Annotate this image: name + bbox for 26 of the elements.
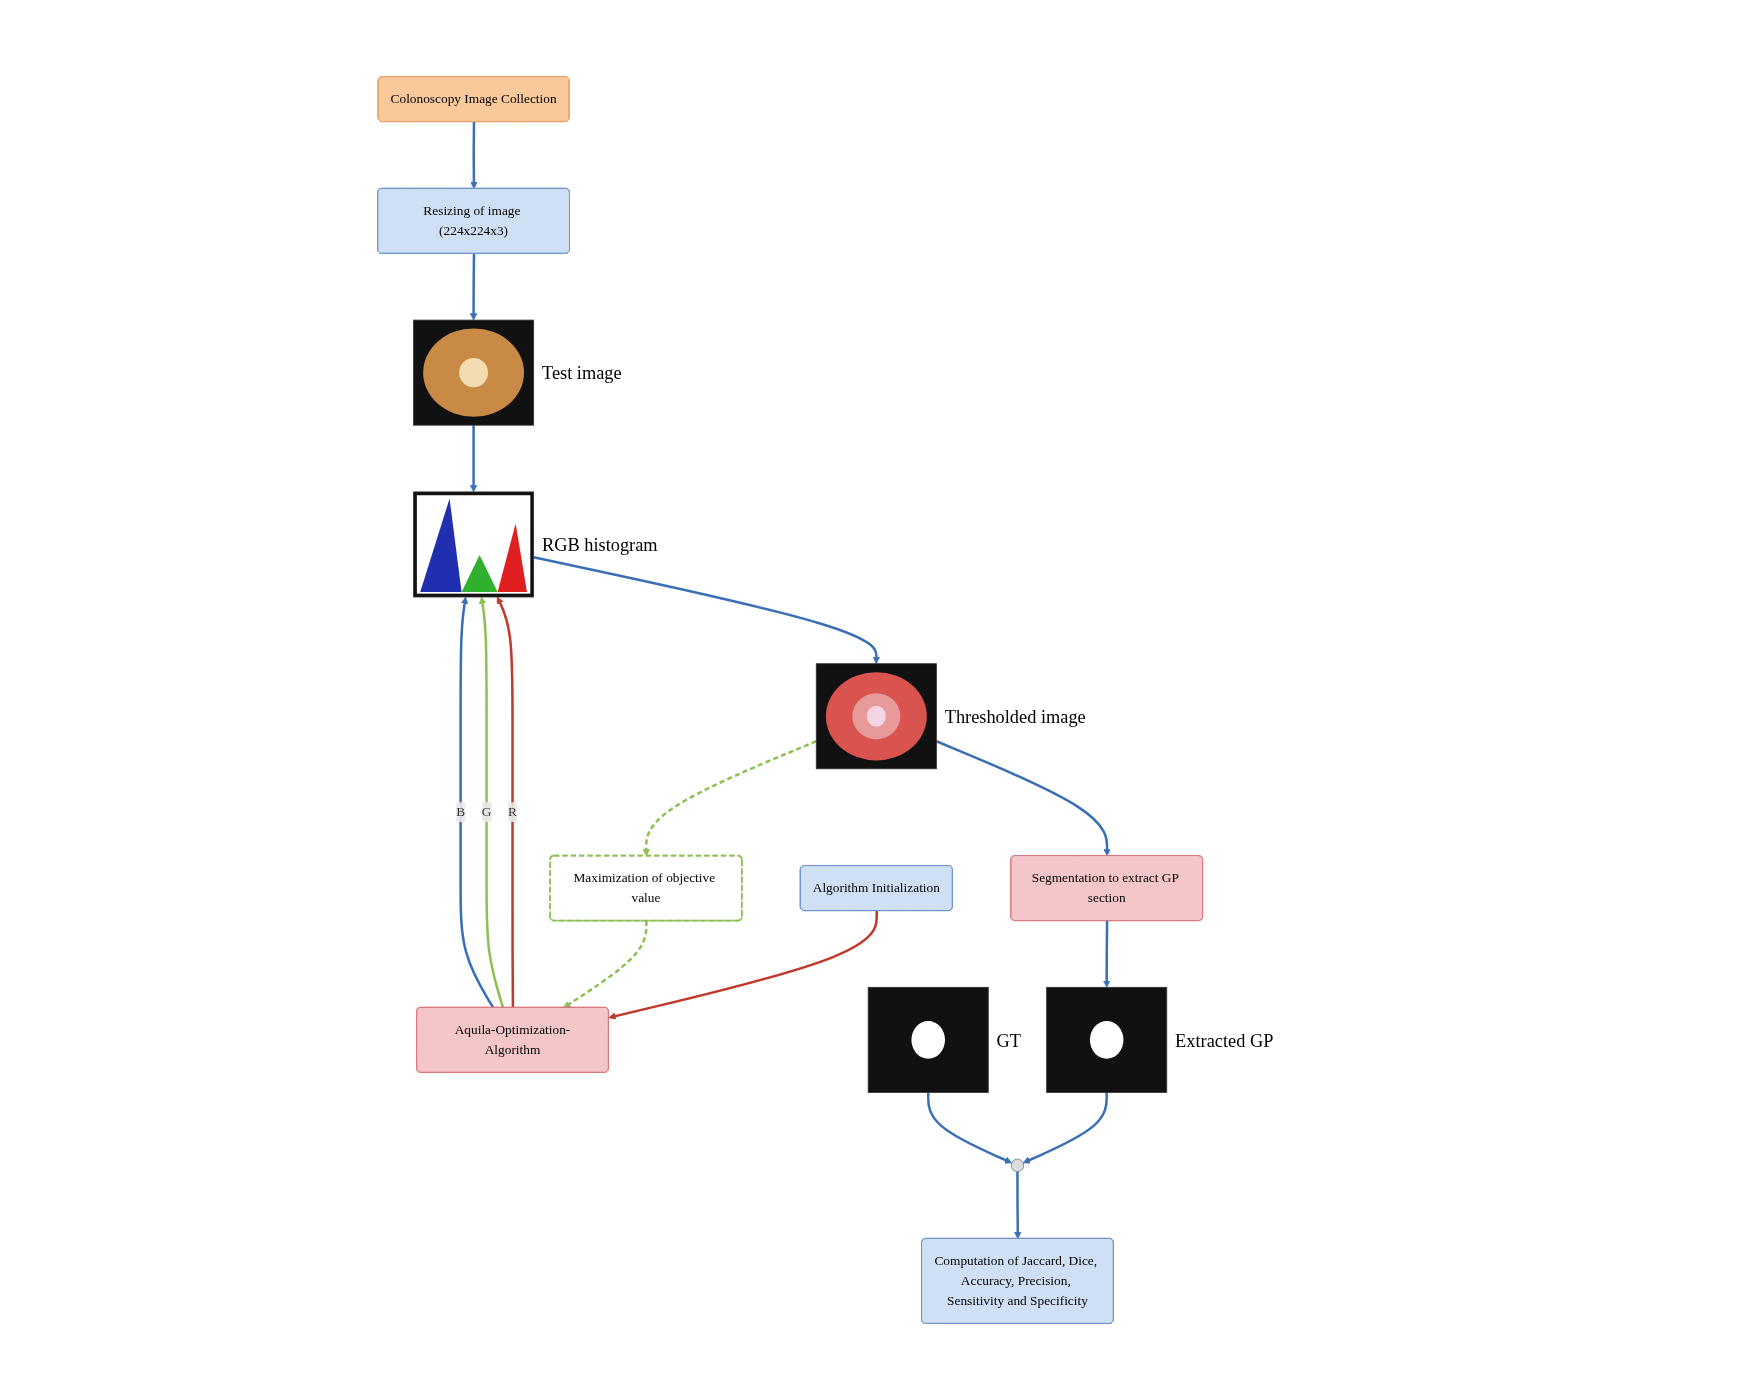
image-caption: Extracted GP — [1175, 1030, 1274, 1051]
arrow — [470, 253, 478, 320]
node-circle — [1011, 1158, 1025, 1172]
arrow — [497, 596, 515, 1008]
arrow — [470, 424, 478, 492]
arrow — [936, 739, 1112, 856]
arrow — [927, 1091, 1013, 1164]
arrow — [563, 920, 649, 1008]
arrow — [533, 555, 881, 664]
edge-label: R — [508, 804, 518, 819]
node-picture — [1046, 986, 1168, 1093]
arrow — [1103, 920, 1111, 988]
image-caption: RGB histogram — [542, 534, 658, 555]
edge-label: B — [456, 804, 466, 819]
image-caption: Test image — [542, 362, 623, 383]
arrow — [643, 739, 818, 856]
node-picture — [868, 986, 990, 1093]
arrow — [1014, 1171, 1022, 1239]
arrow — [608, 910, 879, 1020]
edge-label: G — [482, 804, 492, 819]
arrow — [1023, 1091, 1109, 1164]
image-caption: GT — [997, 1030, 1022, 1051]
arrow — [459, 596, 495, 1008]
arrow — [479, 596, 505, 1008]
arrow — [470, 121, 479, 189]
image-caption: Thresholded image — [945, 706, 1087, 727]
